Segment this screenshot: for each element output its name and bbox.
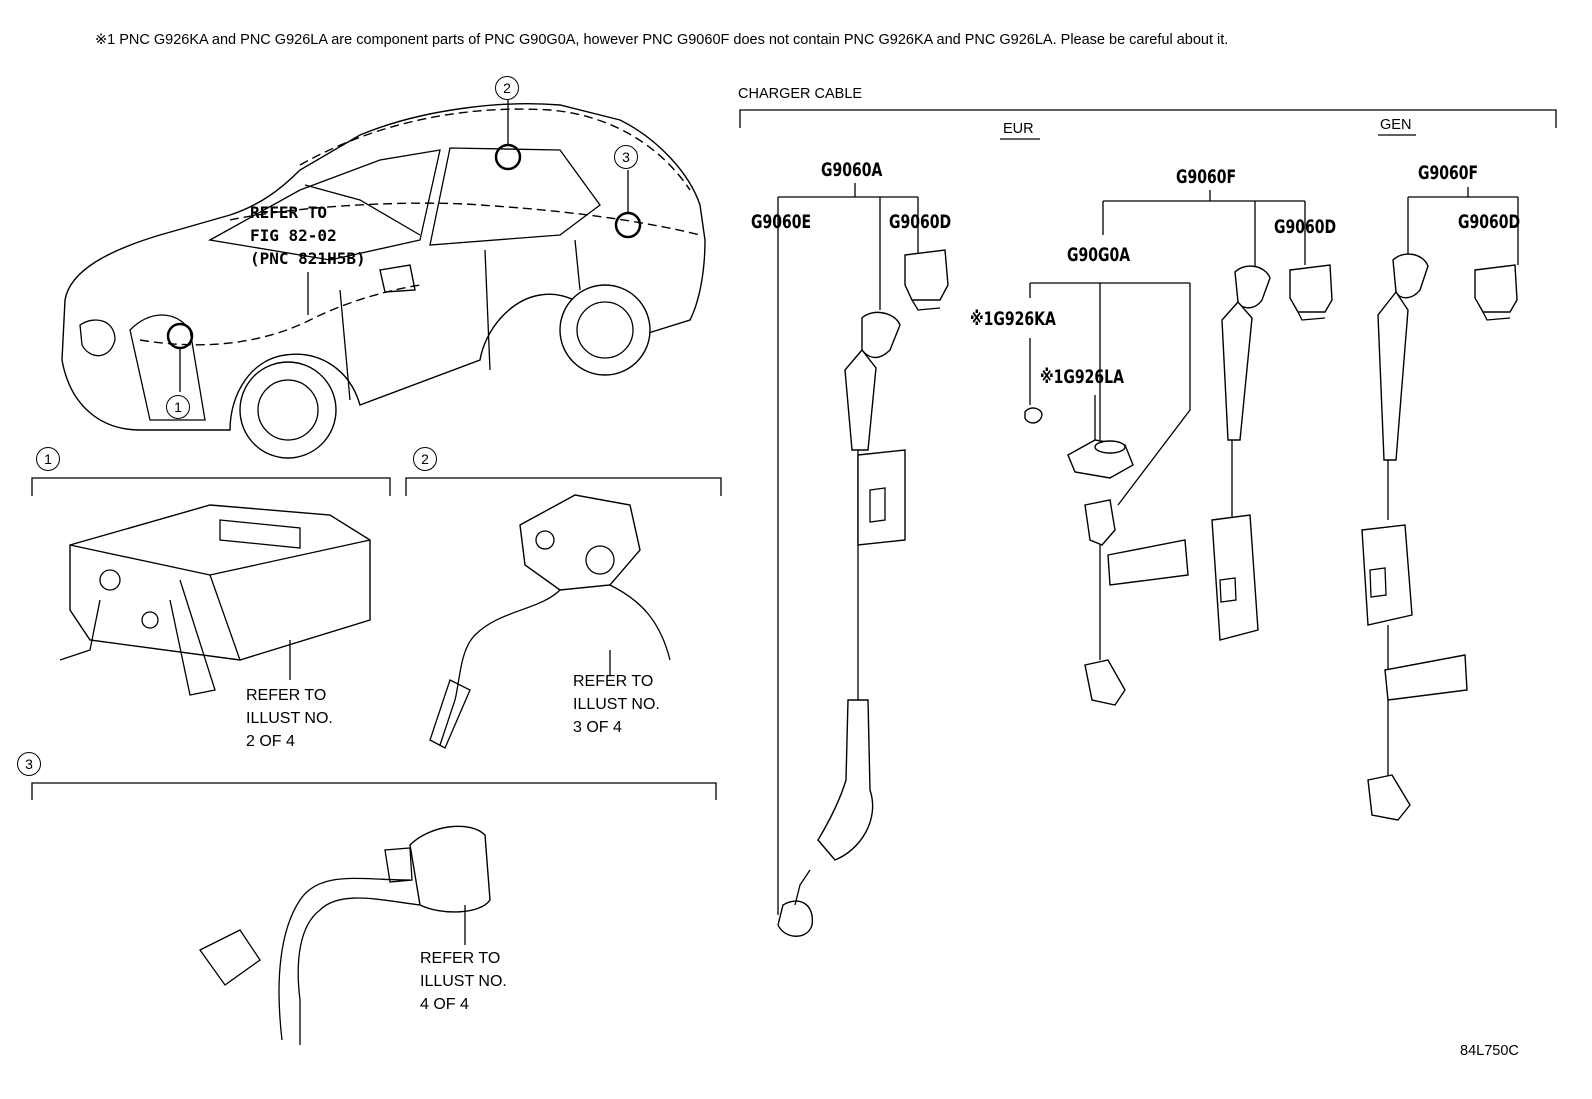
part-number-g90g0a: G90G0A xyxy=(1067,244,1131,266)
eur-label: EUR xyxy=(1003,121,1034,137)
section-2-number: 2 xyxy=(413,447,437,471)
gen-label: GEN xyxy=(1380,117,1412,133)
detail-2-illustration xyxy=(429,494,671,749)
part-number-g9060f-gen: G9060F xyxy=(1418,162,1479,184)
part-number-g9060d-3: G9060D xyxy=(1458,211,1521,233)
section-1-refer-text: REFER TO ILLUST NO. 2 OF 4 xyxy=(246,687,333,750)
detail-1-illustration xyxy=(59,504,371,696)
part-number-g9060f-eur: G9060F xyxy=(1176,166,1237,188)
g9060a-cable-illustration xyxy=(777,311,906,937)
section-1-number: 1 xyxy=(36,447,60,471)
part-number-g9060d-2: G9060D xyxy=(1274,216,1337,238)
vehicle-callout-2: 2 xyxy=(495,76,519,100)
section-3-number: 3 xyxy=(17,752,41,776)
g9060f-gen-illustration xyxy=(1361,253,1468,821)
section-2-refer-text: REFER TO ILLUST NO. 3 OF 4 xyxy=(573,673,660,736)
part-number-g9060d-1: G9060D xyxy=(889,211,952,233)
illustration-code: 84L750C xyxy=(1460,1043,1519,1059)
vehicle-refer-text: REFER TO FIG 82-02 (PNC 821H5B) xyxy=(250,203,366,268)
top-note: ※1 PNC G926KA and PNC G926LA are compone… xyxy=(95,32,1229,48)
vehicle-callout-3: 3 xyxy=(614,145,638,169)
part-number-g926la: ※1G926LA xyxy=(1040,366,1124,388)
part-number-g9060e: G9060E xyxy=(751,211,812,233)
vehicle-illustration xyxy=(61,100,706,459)
section-3-refer-text: REFER TO ILLUST NO. 4 OF 4 xyxy=(420,950,507,1013)
g9060d-connector-illustrations xyxy=(904,249,1518,321)
g9060f-eur-illustration xyxy=(1211,265,1271,641)
charger-cable-tree-lines xyxy=(777,183,1519,915)
g90g0a-illustration xyxy=(1024,407,1189,706)
part-number-g9060a: G9060A xyxy=(821,159,883,181)
part-number-g926ka: ※1G926KA xyxy=(970,308,1056,330)
vehicle-callout-1: 1 xyxy=(166,395,190,419)
detail-3-illustration xyxy=(199,825,491,1045)
charger-cable-title: CHARGER CABLE xyxy=(738,86,863,102)
